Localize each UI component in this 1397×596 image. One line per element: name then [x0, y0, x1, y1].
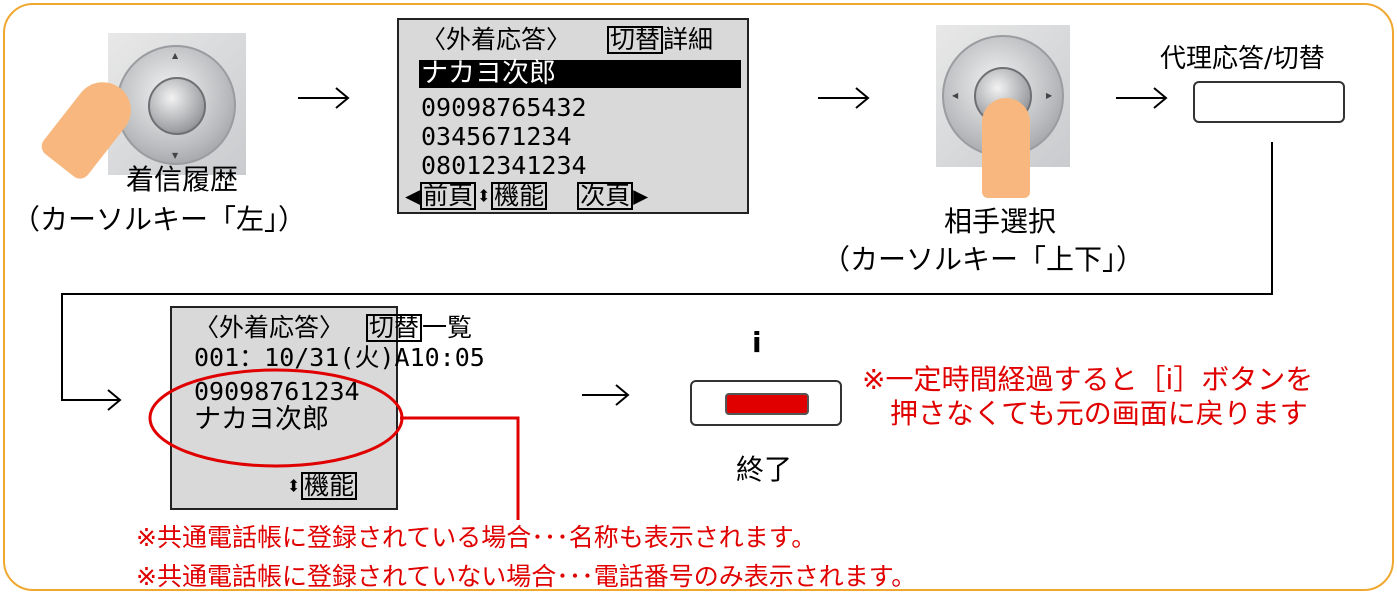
screen1-header-suffix: 詳細 — [663, 25, 714, 54]
arrow-right-icon — [1116, 87, 1168, 109]
step2-caption-line2: （カーソルキー「上下」） — [822, 243, 1145, 276]
unregistered-note: ※共通電話帳に登録されていない場合･･･電話番号のみ表示されます。 — [136, 562, 917, 591]
screen2-switch-key: 切替 — [366, 314, 423, 342]
screen1-number-3: 08012341234 — [421, 151, 587, 180]
callout-ellipse — [148, 368, 404, 468]
step1-caption-line1: 着信履歴 — [126, 163, 239, 196]
registered-note: ※共通電話帳に登録されている場合･･･名称も表示されます。 — [136, 523, 817, 552]
diagram-frame — [3, 3, 1394, 591]
updown-icon: ⬍ — [286, 471, 302, 500]
screen1-switch-key: 切替 — [607, 26, 664, 54]
screen1-header-title: 〈外着応答〉 — [421, 25, 572, 54]
triangle-right-icon: ▶ — [633, 181, 649, 210]
lcd-screen-history: 〈外着応答〉切替詳細 ナカヨ次郎 09098765432 0345671234 … — [397, 18, 749, 214]
proxy-answer-label: 代理応答/切替 — [1160, 44, 1325, 74]
screen1-number-1: 09098765432 — [421, 93, 587, 122]
step1-caption-line2: （カーソルキー「左」） — [12, 203, 307, 236]
finger-icon — [982, 98, 1030, 198]
screen2-header-suffix: 一覧 — [422, 313, 473, 342]
screen1-number-2: 0345671234 — [421, 122, 572, 151]
arrow-right-icon — [818, 87, 870, 109]
screen2-header-title: 〈外着応答〉 — [194, 313, 345, 342]
cursor-center-button — [148, 77, 206, 135]
arrow-head — [107, 389, 122, 411]
screen1-next-page: 次頁 — [577, 182, 634, 210]
cursor-down-mark: ▼ — [172, 151, 179, 160]
timeout-note-line2: 押さなくても元の画面に戻ります — [890, 397, 1308, 430]
end-button-caption: 終了 — [736, 453, 793, 486]
step2-caption-line1: 相手選択 — [944, 205, 1057, 238]
cursor-key-left-pad: ▲ ▼ — [108, 33, 246, 175]
screen1-footer: ◀前頁⬍機能 次頁▶ — [405, 182, 648, 210]
cursor-left-mark: ◀ — [952, 91, 959, 100]
screen2-number: 09098761234 — [194, 377, 360, 406]
arrow-right-icon — [298, 87, 350, 109]
screen2-name: ナカヨ次郎 — [194, 404, 329, 435]
end-button-lamp — [725, 393, 809, 415]
arrow-right-icon — [582, 384, 630, 406]
timeout-note-line1: ※一定時間経過すると［i］ボタンを — [862, 363, 1314, 396]
end-key-label: i — [752, 326, 762, 359]
end-button[interactable] — [690, 380, 842, 426]
screen2-function-key: 機能 — [301, 472, 358, 500]
screen1-prev-page: 前頁 — [420, 182, 477, 210]
lcd-screen-detail: 〈外着応答〉切替一覧 001：10/31(火)A10:05 0909876123… — [170, 306, 485, 510]
cursor-right-mark: ▶ — [1046, 91, 1053, 100]
proxy-answer-button[interactable] — [1193, 81, 1345, 123]
flow-connector-line — [61, 142, 1273, 401]
screen1-selected-row: ナカヨ次郎 — [419, 60, 741, 88]
screen2-entry-line: 001：10/31(火)A10:05 — [194, 343, 485, 372]
cursor-up-mark: ▲ — [172, 51, 179, 60]
callout-line — [400, 416, 520, 520]
triangle-left-icon: ◀ — [405, 181, 421, 210]
screen1-function-key: 機能 — [491, 182, 548, 210]
screen1-selected-name: ナカヨ次郎 — [421, 58, 556, 89]
updown-icon: ⬍ — [476, 181, 492, 210]
